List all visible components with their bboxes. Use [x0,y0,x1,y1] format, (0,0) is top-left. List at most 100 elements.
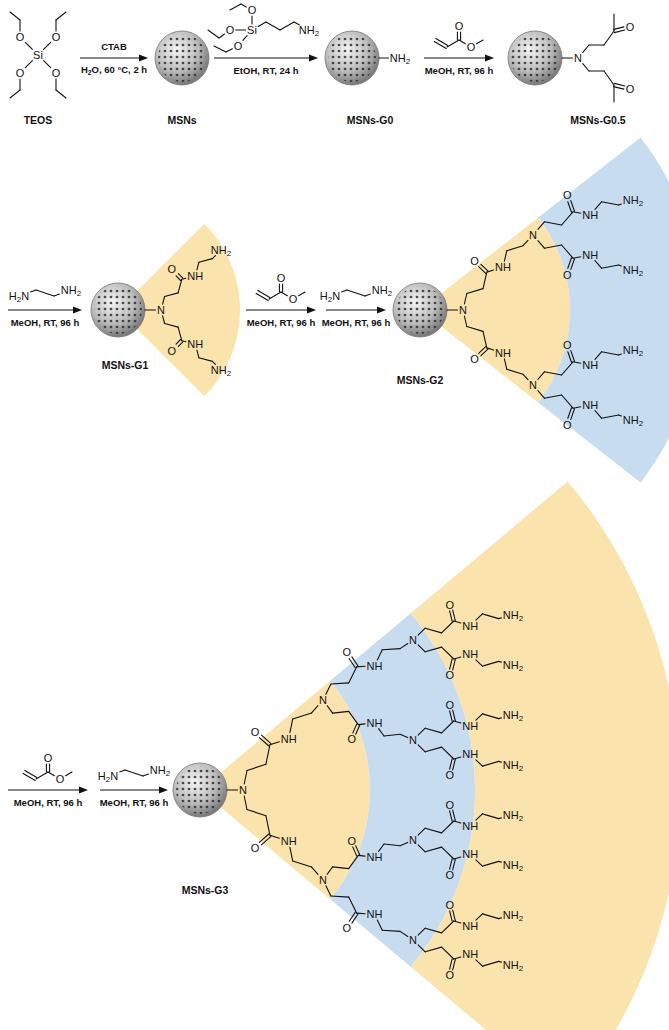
reaction-arrow [326,307,386,314]
atom-label: O [445,770,454,781]
bond-line [425,828,441,833]
bond-line [331,683,349,684]
reaction-condition: CTAB [101,42,127,52]
subscript: 2 [166,769,170,778]
atom-label: O [16,32,25,43]
bond-line [400,644,408,649]
bond-line [487,270,494,272]
bond-line [447,40,459,47]
bond-line [299,292,305,296]
atom-label: O [289,294,298,305]
atom-label: NH2 [623,345,643,356]
bond-line [55,79,56,90]
bond-line [36,290,54,296]
bond-line [349,659,355,668]
bond-line [442,821,454,833]
atom-label: N [319,695,327,706]
atom-label: N [409,735,417,746]
bond-line [595,261,602,269]
bond-line [568,408,572,419]
atom-label: N [319,875,327,886]
bond-line [178,274,183,279]
atom-label: NH2 [150,765,170,776]
bond-line [294,22,299,25]
nanoparticle-sphere [508,31,562,85]
bond-line [327,706,332,713]
bond-line [243,36,247,41]
bond-line [358,723,365,725]
subscript: 2 [639,419,643,428]
bond-line [352,914,358,923]
bond-line [454,721,461,723]
bond-line [454,957,461,959]
bond-line [331,896,349,897]
subscript: 2 [388,289,392,298]
bond-line [453,710,456,721]
bond-line [56,90,66,98]
bond-line [573,407,581,408]
bond-line [326,684,331,694]
atom-label: O [347,835,356,846]
atom-label: O [563,419,572,430]
atom-label: O [168,345,177,356]
bond-line [36,772,48,779]
bond-line [44,61,51,68]
bond-line [562,245,573,258]
bond-line [214,46,226,52]
bond-line [595,202,602,210]
bond-line [382,649,400,650]
atom-label: O [248,5,257,16]
atom-label: N [459,305,467,316]
bond-line [442,621,454,633]
bond-line [19,20,20,31]
bond-line [197,350,199,358]
atom-label: O [16,68,25,79]
atom-label: O [56,774,65,785]
atom-label: O [52,32,61,43]
bond-line [10,12,20,20]
bond-line [614,27,624,30]
bond-line [56,12,66,20]
bond-line [178,327,182,341]
subscript: 2 [328,295,332,304]
subscript: 2 [227,249,231,258]
atom-label: N [409,935,417,946]
bond-line [333,711,349,713]
bond-line [384,734,400,736]
bond-line [453,959,456,970]
bond-line [54,294,59,296]
bond-line [342,290,347,292]
bond-line [450,711,453,722]
bond-line [483,272,487,289]
bond-line [450,759,453,770]
bond-line [165,324,179,328]
bond-line [434,41,446,48]
atom-label: NH [462,949,478,960]
bond-line [10,90,20,98]
bond-line [23,773,35,780]
bond-line [227,789,238,790]
atom-label: NH [582,250,598,261]
bond-line [453,859,456,870]
reaction-arrow [80,55,148,62]
bond-line [279,284,280,292]
atom-label: O [251,843,260,854]
compound-name: MSNs-G0 [347,115,394,126]
bond-line [120,770,125,772]
bond-line [357,913,365,915]
bond-line [619,354,622,355]
bond-line [357,666,365,668]
nanoparticle-sphere [393,283,447,337]
reaction-condition: MeOH, RT, 96 h [425,66,494,76]
bond-line [247,764,266,770]
reaction-arrow [246,307,316,314]
bond-line [425,728,441,733]
bond-line [270,742,279,745]
atom-label: NH [582,210,598,221]
atom-label: NH2 [623,195,643,206]
bond-line [571,351,575,362]
bond-line [453,610,456,621]
subscript: 2 [519,764,523,773]
atom-label: NH [462,749,478,760]
bond-line [199,259,213,263]
